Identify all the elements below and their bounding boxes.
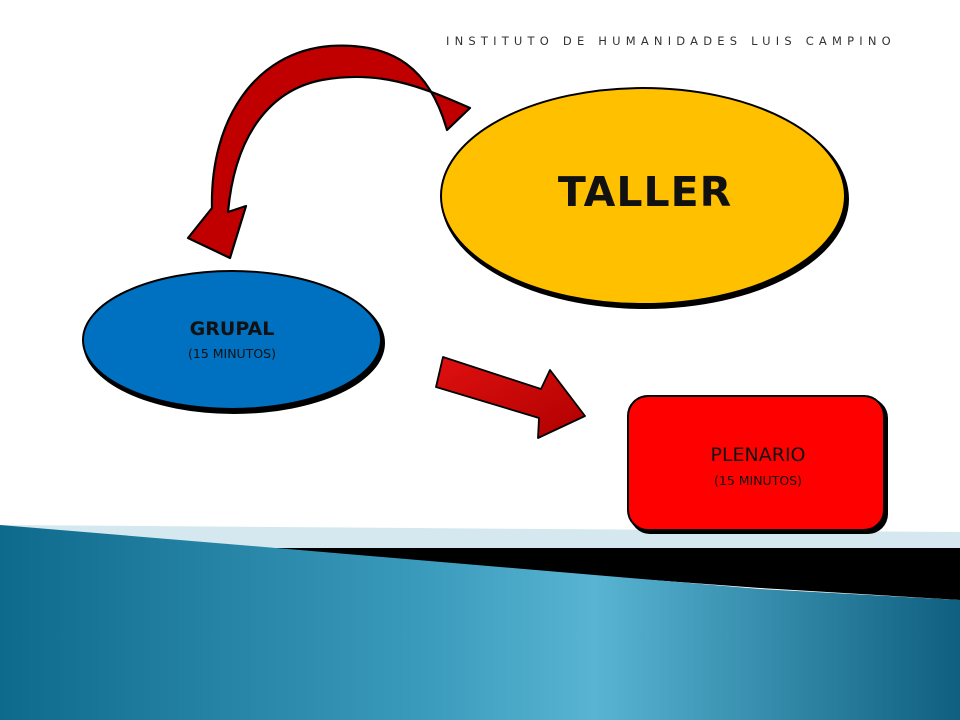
plenario-duration: (15 MINUTOS): [713, 473, 802, 488]
blue-gradient-band: [0, 525, 960, 720]
taller-ellipse: [440, 87, 846, 305]
plenario-label: PLENARIO: [710, 444, 806, 466]
taller-label: TALLER: [557, 168, 733, 216]
curved-arrow-shape: [186, 44, 472, 260]
institution-header: INSTITUTO DE HUMANIDADES LUIS CAMPINO: [446, 34, 896, 48]
arrow-taller-to-grupal: [186, 44, 472, 260]
node-plenario: [627, 395, 888, 534]
arrow-grupal-to-plenario: [435, 356, 586, 439]
plenario-box: [627, 395, 885, 531]
bottom-decoration: [0, 525, 960, 720]
node-taller: [440, 87, 849, 309]
grupal-ellipse: [82, 270, 382, 410]
node-grupal: [82, 270, 385, 414]
straight-arrow-shape: [435, 356, 586, 439]
grupal-label: GRUPAL: [189, 318, 275, 340]
grupal-duration: (15 MINUTOS): [187, 346, 276, 361]
